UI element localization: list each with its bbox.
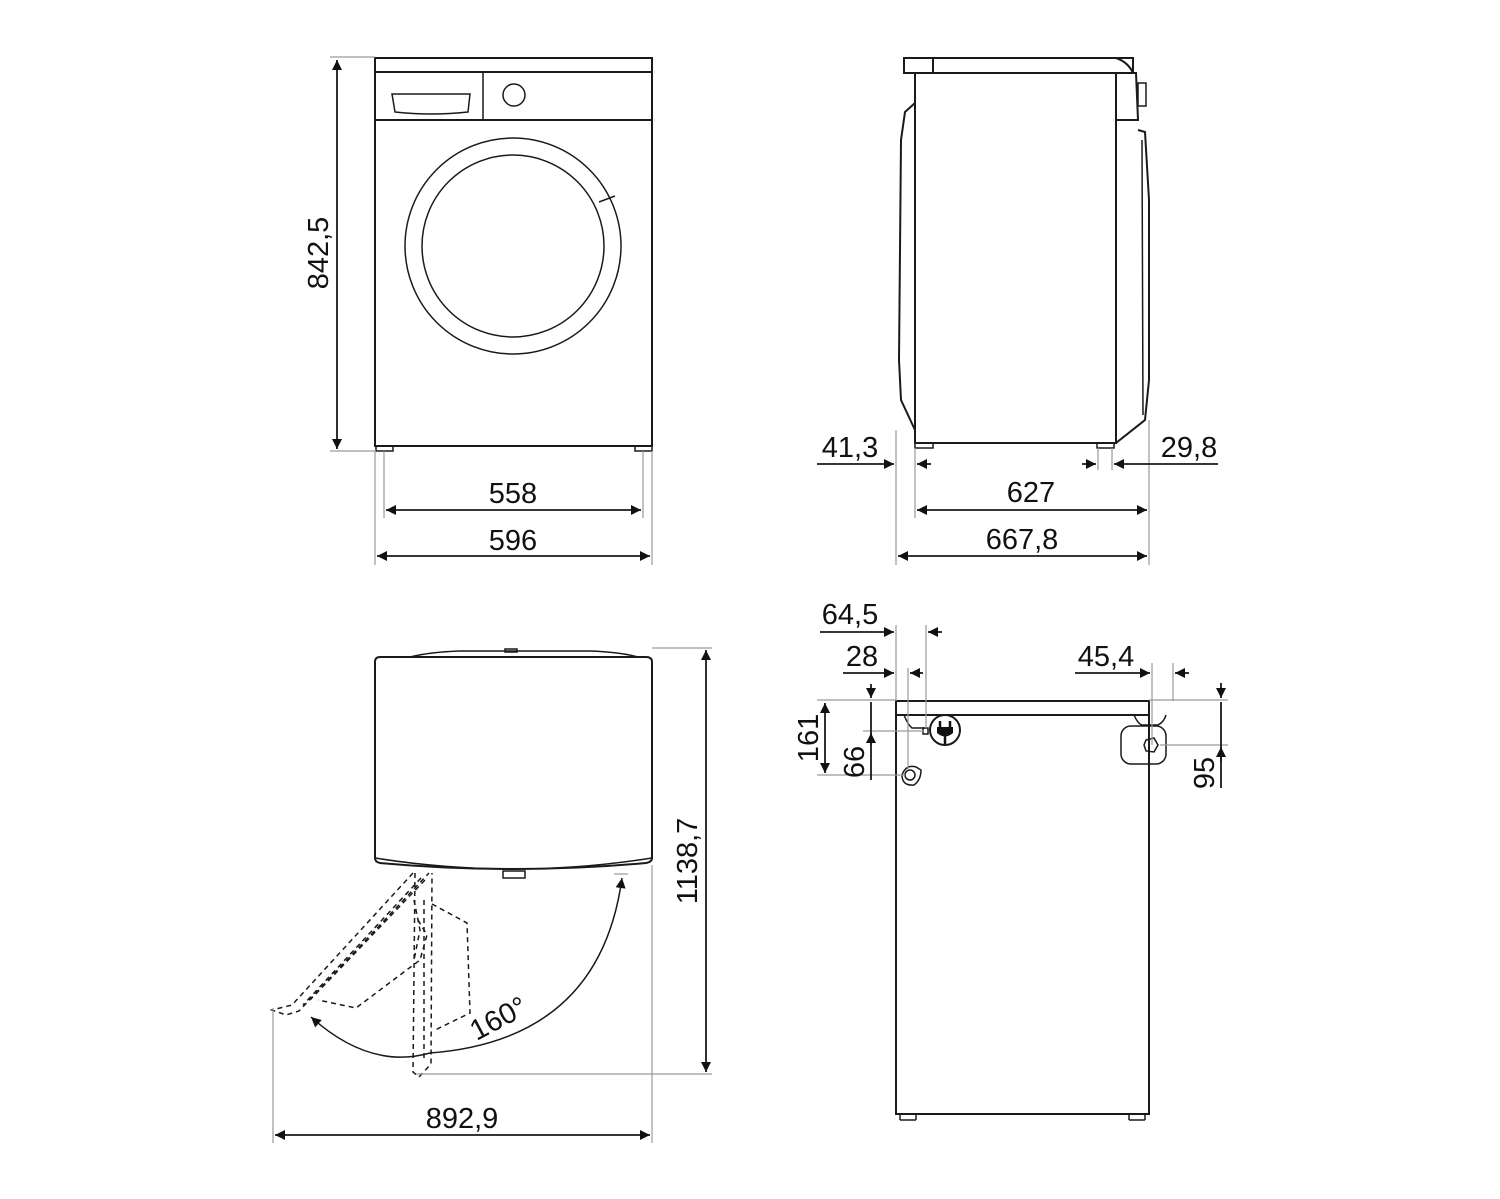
side-door-profile: [1115, 129, 1150, 444]
drain-offset-label: 45,4: [1078, 641, 1134, 673]
front-width-label: 596: [489, 525, 537, 557]
top-body-outline: [374, 656, 653, 870]
door-handle: [598, 195, 616, 203]
side-rear-offset-label: 29,8: [1161, 432, 1217, 464]
side-control-panel: [1116, 72, 1140, 121]
side-view: 41,3 29,8 627 667,8: [817, 57, 1218, 565]
rear-body: [895, 714, 1150, 1115]
plug-offset-label: 64,5: [822, 599, 878, 631]
side-body: [914, 72, 1117, 444]
top-view-door-open: 160° 1138,7 892,9: [269, 647, 712, 1143]
rear-top-lid: [895, 700, 1150, 716]
side-foot-rear: [914, 442, 934, 449]
open-depth-label: 1138,7: [672, 818, 704, 905]
side-knob: [1137, 82, 1147, 107]
front-view: 842,5 558 596: [303, 56, 653, 565]
side-depth-label: 667,8: [986, 524, 1059, 556]
door-angle-label: 160°: [465, 991, 533, 1047]
rear-view: 64,5 28 45,4 161 66 95: [793, 599, 1228, 1121]
water-inlet-icon: [901, 765, 922, 786]
side-feet-span-label: 627: [1007, 477, 1055, 509]
front-height-label: 842,5: [303, 217, 335, 290]
front-body-outline: [374, 57, 653, 447]
front-foot-left: [375, 445, 394, 452]
door-angle-arc: [310, 877, 626, 1058]
drain-outlet-icon: [1120, 714, 1167, 765]
power-plug-icon: [929, 714, 961, 746]
side-front-offset-label: 41,3: [822, 432, 878, 464]
inlet-offset-label: 28: [846, 641, 878, 673]
detergent-drawer: [391, 93, 471, 115]
inlet-height-label: 66: [839, 746, 871, 778]
front-feet-span-label: 558: [489, 478, 537, 510]
front-foot-right: [634, 445, 653, 452]
program-knob: [502, 83, 526, 107]
side-rear-profile: [897, 102, 916, 431]
side-foot-front: [1096, 442, 1115, 449]
plug-height-label: 161: [793, 714, 825, 762]
door-latch: [502, 870, 526, 879]
open-width-label: 892,9: [426, 1103, 499, 1135]
door-outer-ring: [404, 137, 622, 355]
door-glass: [421, 154, 605, 338]
drain-height-label: 95: [1189, 757, 1221, 789]
side-top-lid: [903, 57, 1134, 74]
